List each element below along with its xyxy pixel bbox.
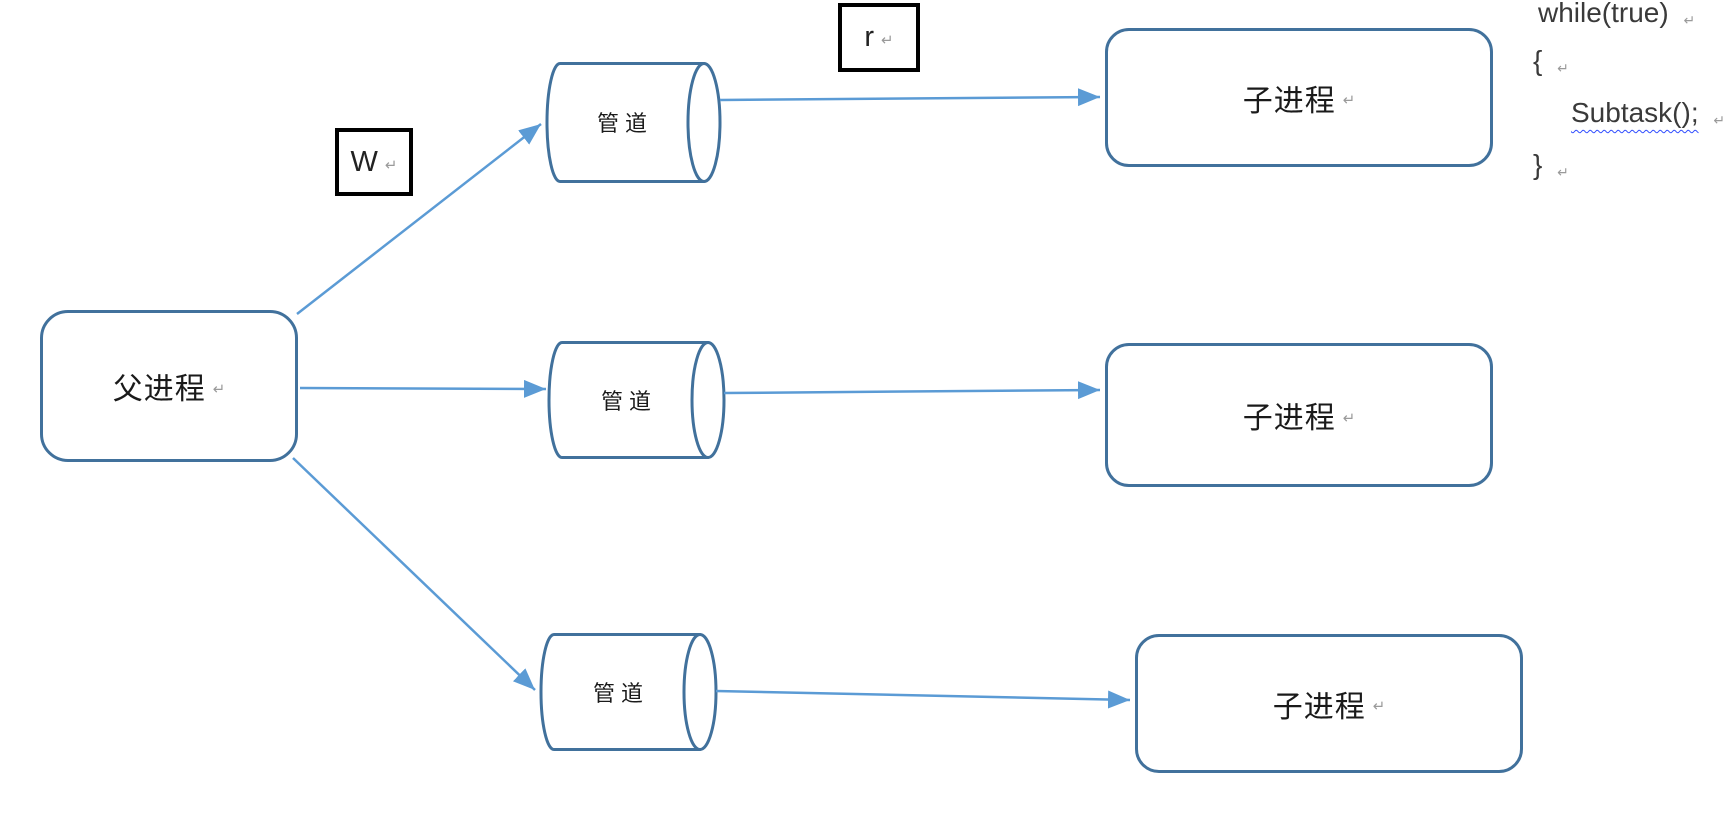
paragraph-mark: ↵: [881, 32, 894, 49]
parent-process-box[interactable]: 父进程 ↵: [40, 310, 298, 462]
paragraph-mark: ↵: [1713, 112, 1726, 128]
write-end-label: W: [350, 145, 378, 178]
code-text-spellcheck: Subtask();: [1571, 97, 1699, 128]
child-process-label: 子进程: [1242, 402, 1336, 435]
pipe-shape-bottom[interactable]: [539, 633, 718, 751]
pipe-middle-label-area: 管 道: [554, 342, 698, 457]
paragraph-mark: ↵: [1342, 409, 1356, 427]
read-end-label: r: [864, 21, 875, 53]
paragraph-mark: ↵: [1683, 12, 1696, 28]
pipe-top-label-area: 管 道: [552, 63, 692, 181]
child-process-box-middle[interactable]: 子进程 ↵: [1105, 343, 1493, 487]
read-end-label-box[interactable]: r ↵: [838, 3, 920, 72]
code-line-close-brace: } ↵: [1533, 149, 1569, 181]
pipe-middle-label: 管 道: [600, 388, 652, 414]
arrow-pipe-bottom-to-child[interactable]: [715, 689, 1131, 709]
code-text: {: [1533, 45, 1543, 76]
arrow-parent-to-pipe-top[interactable]: [296, 123, 542, 315]
paragraph-mark: ↵: [1557, 60, 1569, 76]
code-line-open-brace: { ↵: [1533, 45, 1569, 77]
paragraph-mark: ↵: [1342, 92, 1356, 109]
arrow-pipe-middle-to-child[interactable]: [723, 381, 1101, 400]
code-text: while(true): [1538, 0, 1669, 28]
child-process-label: 子进程: [1242, 84, 1336, 118]
pipe-bottom-label: 管 道: [592, 680, 644, 706]
code-text: }: [1533, 149, 1543, 180]
child-process-box-top[interactable]: 子进程 ↵: [1105, 28, 1493, 167]
child-process-label: 子进程: [1272, 690, 1366, 724]
arrow-parent-to-pipe-middle[interactable]: [299, 379, 547, 398]
arrow-pipe-top-to-child[interactable]: [719, 88, 1101, 107]
parent-process-label: 父进程: [112, 373, 206, 406]
pipe-shape-middle[interactable]: [547, 341, 726, 459]
paragraph-mark: ↵: [1557, 164, 1569, 180]
paragraph-mark: ↵: [1372, 698, 1386, 715]
code-line-while: while(true) ↵: [1538, 0, 1695, 29]
paragraph-mark: ↵: [384, 156, 398, 174]
child-process-box-bottom[interactable]: 子进程 ↵: [1135, 634, 1523, 773]
pipe-top-label: 管 道: [596, 111, 648, 136]
code-line-subtask: Subtask(); ↵: [1571, 97, 1725, 129]
write-end-label-box[interactable]: W ↵: [335, 128, 413, 196]
paragraph-mark: ↵: [212, 380, 226, 398]
pipe-shape-top[interactable]: [545, 62, 722, 183]
pipe-bottom-label-area: 管 道: [546, 634, 690, 749]
arrow-parent-to-pipe-bottom[interactable]: [292, 457, 536, 691]
